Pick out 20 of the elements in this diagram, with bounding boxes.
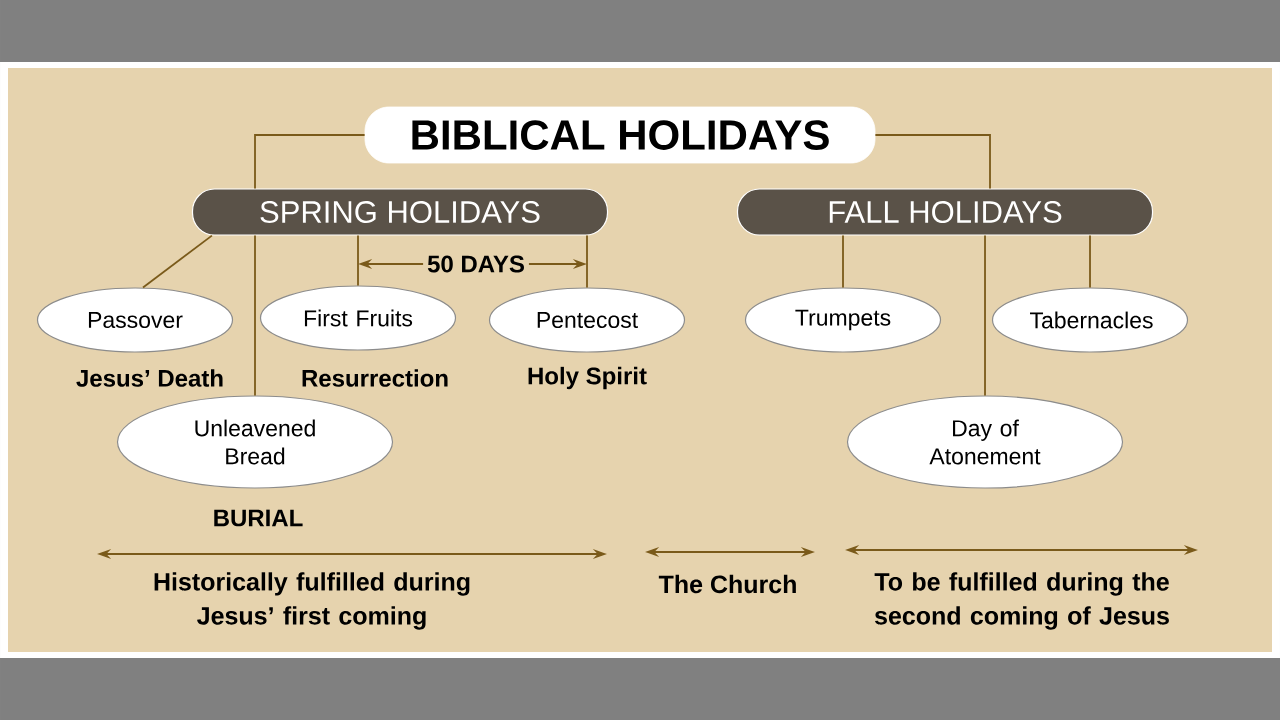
period-label: To be fulfilled during the second coming of Jesus — [874, 572, 1169, 630]
connector-line — [842, 234, 844, 289]
connector-line — [586, 234, 588, 289]
category-banner: FALL HOLIDAYS — [736, 188, 1154, 236]
connector-line — [142, 234, 213, 289]
connector-line — [984, 234, 986, 397]
period-label: Historically fulfilled during Jesus’ first coming — [154, 572, 470, 630]
connector-line — [874, 134, 991, 190]
period-label: The Church — [658, 574, 796, 594]
holiday-meaning: Resurrection — [302, 369, 448, 387]
connector-line — [254, 234, 256, 397]
connector-line — [254, 134, 366, 190]
category-banner: SPRING HOLIDAYS — [191, 188, 609, 236]
holiday-meaning: Holy Spirit — [528, 366, 647, 390]
title-box: BIBLICAL HOLIDAYS — [364, 106, 876, 164]
connector-line — [357, 234, 359, 287]
connector-line — [1089, 234, 1091, 289]
dimension-label: 50 DAYS — [423, 251, 529, 277]
holiday-meaning: Jesus’ Death — [76, 369, 223, 387]
holiday-meaning: BURIAL — [214, 509, 303, 527]
